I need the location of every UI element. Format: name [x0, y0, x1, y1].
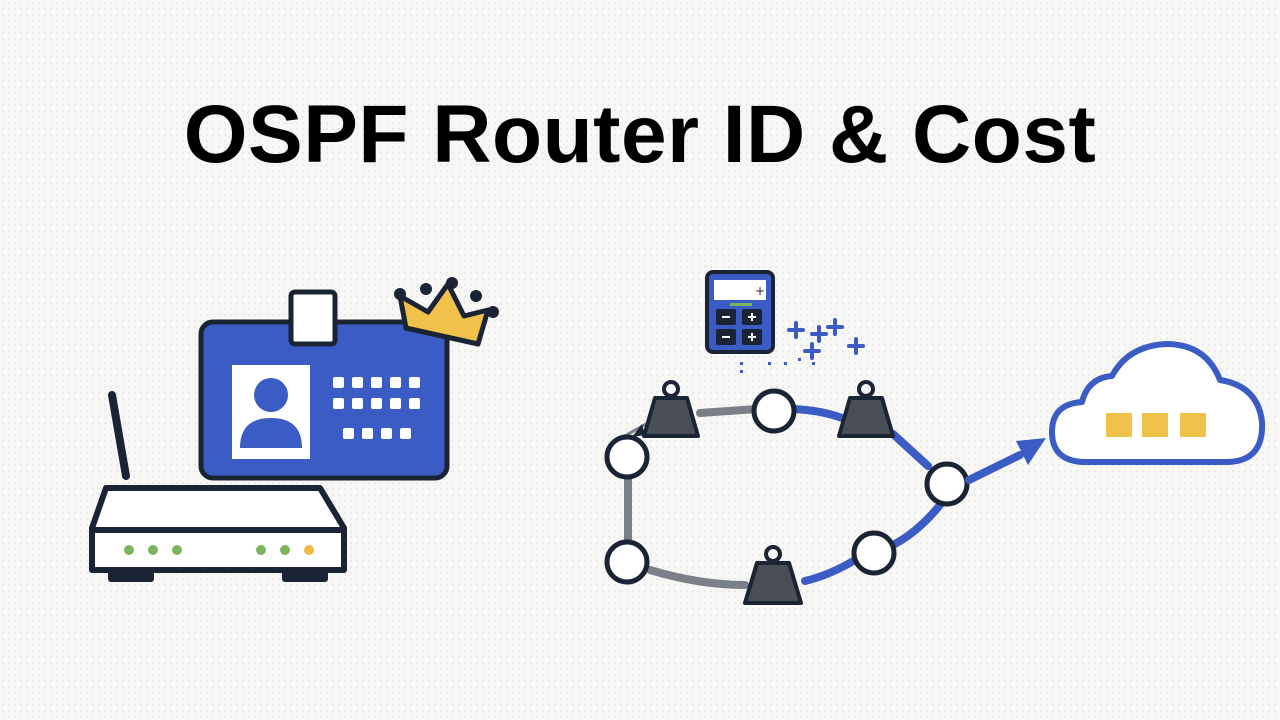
weight-icon: [837, 380, 895, 438]
weight-icon: [642, 380, 700, 438]
id-card-icon: [198, 289, 450, 481]
router-node: [924, 461, 970, 507]
cloud-icon: [1049, 341, 1266, 465]
link-blue: [889, 501, 944, 549]
calc-dots: [740, 358, 815, 373]
router-node: [751, 388, 797, 434]
plus-signs: [787, 318, 865, 360]
link-blue: [788, 405, 846, 422]
link-gray: [646, 566, 749, 589]
weight-icon: [743, 545, 803, 605]
network-nodes: [604, 388, 970, 585]
calculator-icon: +: [705, 270, 775, 354]
router-node: [604, 539, 650, 585]
router-node: [604, 434, 650, 480]
link-blue: [801, 556, 859, 585]
link-gray: [696, 405, 761, 417]
network-links: [612, 405, 944, 589]
router-icon: [89, 391, 347, 582]
crown-icon: [394, 277, 499, 347]
arrow-icon: [965, 438, 1046, 484]
calculator-display: +: [755, 284, 765, 298]
page-title: OSPF Router ID & Cost: [183, 89, 1097, 180]
link-blue: [889, 430, 932, 470]
router-node: [851, 530, 897, 576]
arrow-head-small: [632, 424, 645, 437]
